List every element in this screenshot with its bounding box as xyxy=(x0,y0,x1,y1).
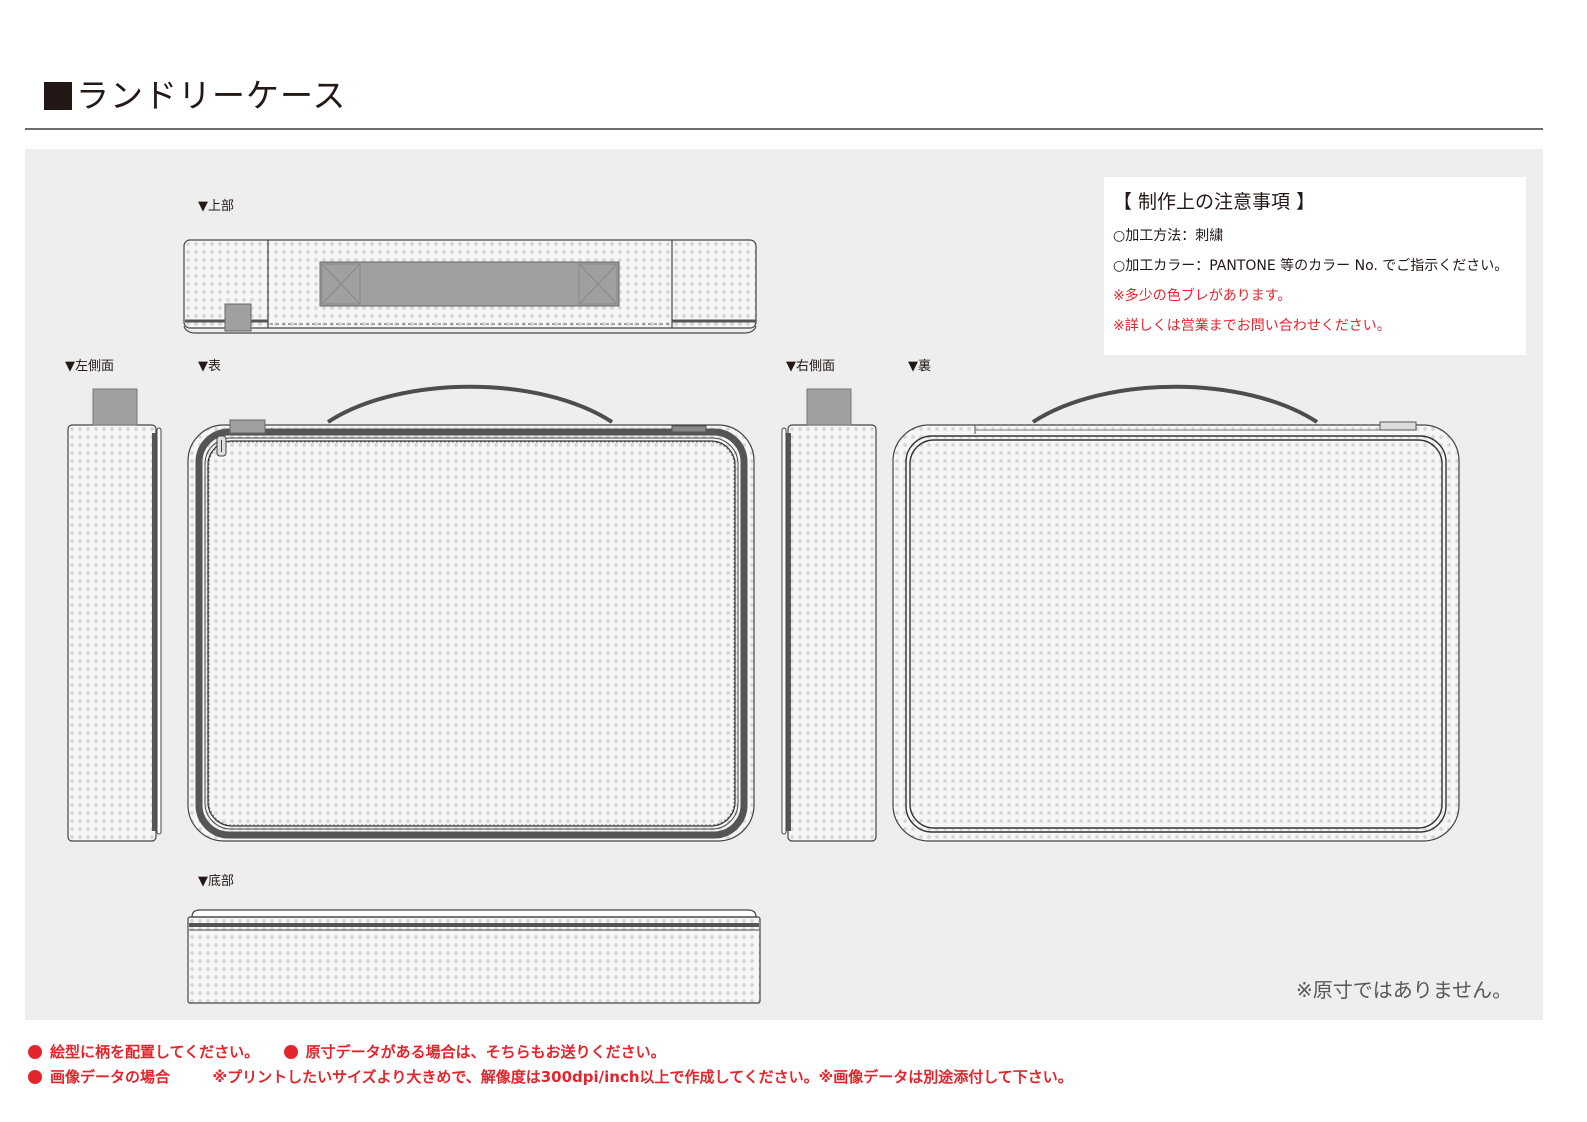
top-view-handle-band xyxy=(319,261,620,307)
left-side-zipper xyxy=(152,433,157,831)
view-label-right: ▼右側面 xyxy=(786,359,835,374)
footer-line-1: 絵型に柄を配置してください。 原寸データがある場合は、そちらもお送りください。 xyxy=(28,1042,666,1062)
view-label-left: ▼左側面 xyxy=(65,359,114,374)
left-side-outline xyxy=(67,424,157,842)
bullet-icon xyxy=(28,1045,42,1059)
top-view-outline xyxy=(183,239,757,329)
left-side-handle-tab xyxy=(92,388,138,426)
notes-color: ○加工カラー：PANTONE 等のカラー No. でご指示ください。 xyxy=(1113,258,1509,274)
front-view-outline xyxy=(187,424,755,842)
left-side-body xyxy=(68,425,156,841)
front-view-body[interactable] xyxy=(188,425,754,841)
notes-title: 【 制作上の注意事項 】 xyxy=(1113,191,1316,213)
footer-line-2: 画像データの場合 ※プリントしたいサイズより大きめで、解像度は300dpi/in… xyxy=(28,1067,1073,1087)
front-view-panel-edge xyxy=(207,440,736,827)
back-view-outline xyxy=(892,424,1460,842)
footer-instruction-original-data: 原寸データがある場合は、そちらもお送りください。 xyxy=(305,1043,666,1061)
notes-method: ○加工方法：刺繍 xyxy=(1113,228,1224,244)
front-view-zipper xyxy=(195,428,748,839)
footer-instruction-image-data: 画像データの場合 xyxy=(50,1068,171,1086)
front-view-zipper-slider xyxy=(216,435,227,457)
front-view-handle xyxy=(326,384,614,424)
view-label-back: ▼裏 xyxy=(908,359,931,374)
title-square-icon xyxy=(44,82,72,110)
title-divider xyxy=(25,128,1543,130)
notes-warning-color-variance: ※多少の色ブレがあります。 xyxy=(1113,288,1292,304)
bottom-view-body xyxy=(188,917,760,1003)
top-view-body xyxy=(184,240,756,328)
back-view-zipper-end xyxy=(1379,421,1417,431)
footer-instruction-resolution: ※プリントしたいサイズより大きめで、解像度は300dpi/inch以上で作成して… xyxy=(212,1068,1073,1086)
scale-disclaimer: ※原寸ではありません。 xyxy=(1296,978,1513,1002)
footer-instruction-place-pattern: 絵型に柄を配置してください。 xyxy=(50,1043,260,1061)
top-view-zipper-pull xyxy=(224,303,252,332)
production-notes: 【 制作上の注意事項 】 ○加工方法：刺繍 ○加工カラー：PANTONE 等のカ… xyxy=(1104,177,1526,355)
notes-warning-contact: ※詳しくは営業までお問い合わせください。 xyxy=(1113,318,1391,334)
page-title: ランドリーケース xyxy=(44,74,346,118)
view-label-bottom: ▼底部 xyxy=(198,874,234,889)
left-side-zipper-edge xyxy=(156,427,162,835)
right-side-zipper-edge xyxy=(781,427,787,835)
view-label-top: ▼上部 xyxy=(198,199,234,214)
top-view-bottom-edge xyxy=(183,325,757,334)
front-view-zipper-tab xyxy=(229,419,266,434)
bottom-view-top-edge xyxy=(191,909,757,918)
back-view-handle xyxy=(1031,384,1319,424)
view-label-front: ▼表 xyxy=(198,359,221,374)
right-side-handle-tab xyxy=(806,388,852,426)
right-side-zipper xyxy=(786,433,791,831)
page-title-text: ランドリーケース xyxy=(76,76,347,115)
bullet-icon xyxy=(28,1070,42,1084)
right-side-outline xyxy=(787,424,877,842)
front-view-zipper-end xyxy=(671,425,707,433)
back-view-body[interactable] xyxy=(893,425,1459,841)
front-view-zipper-inner-edge xyxy=(204,437,739,830)
back-view-panel-inner xyxy=(909,439,1443,829)
bottom-view-outline xyxy=(187,916,761,1004)
right-side-body xyxy=(788,425,876,841)
back-view-panel-outer xyxy=(905,435,1447,833)
bullet-icon xyxy=(283,1045,298,1059)
